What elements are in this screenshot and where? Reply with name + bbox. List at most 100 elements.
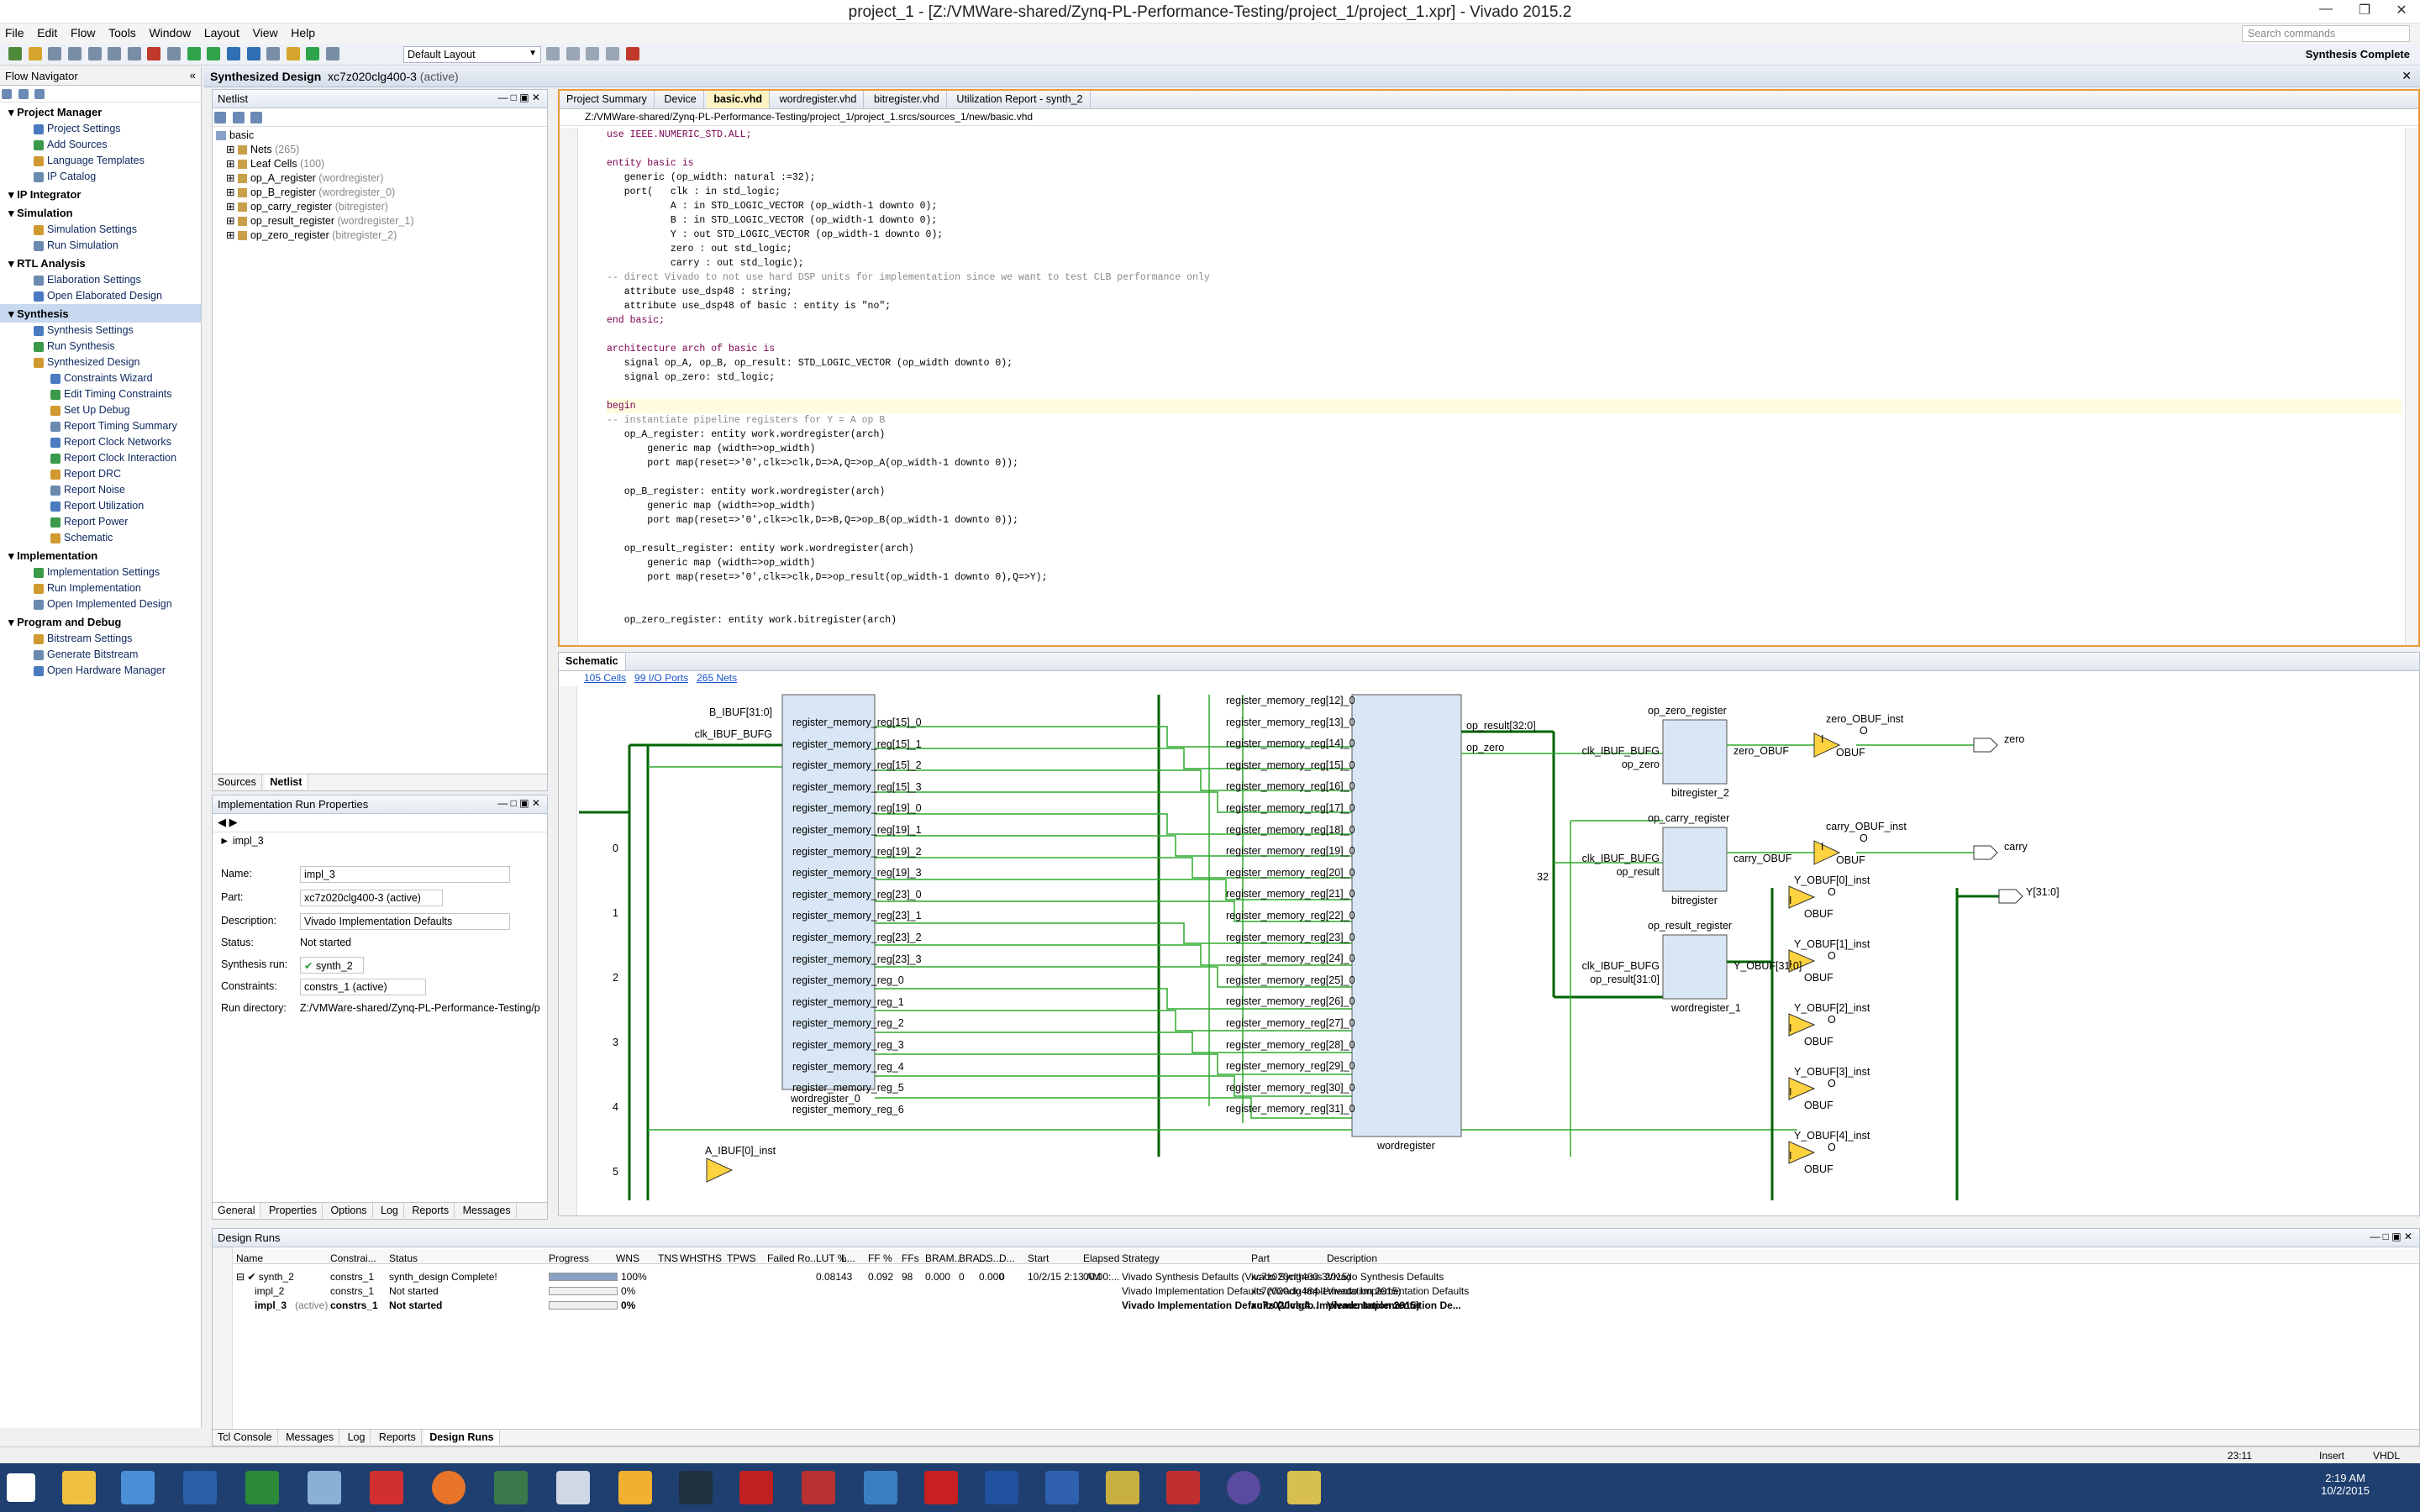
tab-wordregister-vhd[interactable]: wordregister.vhd — [773, 91, 865, 108]
timing-icon[interactable] — [286, 47, 300, 60]
acrobat-icon[interactable] — [739, 1471, 773, 1504]
tab-messages[interactable]: Messages — [458, 1203, 517, 1218]
minimize-button[interactable]: — — [2319, 2, 2333, 16]
menu-layout[interactable]: Layout — [203, 26, 239, 39]
netlist-flatten-icon[interactable] — [250, 112, 263, 123]
file-explorer-icon[interactable] — [62, 1471, 96, 1504]
runs-col-d-header[interactable]: D... — [999, 1252, 1015, 1264]
program-icon[interactable] — [226, 47, 240, 60]
nav-item-report-noise[interactable]: Report Noise — [0, 482, 201, 498]
runs-col-whs-header[interactable]: WHS — [680, 1252, 703, 1264]
nav-item-generate-bitstream[interactable]: Generate Bitstream — [0, 647, 201, 663]
nav-item-report-power[interactable]: Report Power — [0, 514, 201, 530]
nav-section-project-manager[interactable]: ▾ Project Manager — [8, 106, 103, 118]
close-button[interactable]: ✕ — [2396, 3, 2407, 18]
code-area[interactable]: 4use IEEE.NUMERIC_STD.ALL;56entity basic… — [607, 128, 2402, 628]
nav-item-open-hardware-manager[interactable]: Open Hardware Manager — [0, 663, 201, 679]
collapse-all-icon[interactable] — [34, 89, 45, 99]
nav-section-implementation[interactable]: ▾ Implementation — [8, 549, 98, 562]
firefox-icon[interactable] — [432, 1471, 466, 1504]
run-icon[interactable] — [187, 47, 201, 60]
tool-d-icon[interactable] — [605, 47, 619, 60]
runs-col-bram-header[interactable]: BRAM... — [925, 1252, 963, 1264]
nav-item-set-up-debug[interactable]: Set Up Debug — [0, 402, 201, 418]
tab-reports[interactable]: Reports — [407, 1203, 455, 1218]
copy-icon[interactable] — [108, 47, 122, 60]
runs-col-ff-header[interactable]: FF % — [868, 1252, 892, 1264]
nav-item-open-implemented-design[interactable]: Open Implemented Design — [0, 596, 201, 612]
nav-item-report-utilization[interactable]: Report Utilization — [0, 498, 201, 514]
netlist-root[interactable]: basic — [216, 129, 544, 143]
expand-icon[interactable]: ⊞ — [226, 229, 238, 241]
tab-log[interactable]: Log — [376, 1203, 404, 1218]
tab-tcl-console[interactable]: Tcl Console — [213, 1430, 278, 1445]
runs-col-name-header[interactable]: Name — [236, 1252, 264, 1264]
powershell-icon[interactable] — [183, 1471, 217, 1504]
runs-col-tns-header[interactable]: TNS — [658, 1252, 678, 1264]
expand-icon[interactable]: ⊞ — [226, 172, 238, 184]
tab-netlist[interactable]: Netlist — [265, 774, 308, 790]
nav-item-run-implementation[interactable]: Run Implementation — [0, 580, 201, 596]
runs-col-progress-header[interactable]: Progress — [549, 1252, 590, 1264]
menu-tools[interactable]: Tools — [108, 26, 136, 39]
nav-item-edit-timing-constraints[interactable]: Edit Timing Constraints — [0, 386, 201, 402]
menu-file[interactable]: File — [5, 26, 24, 39]
expand-icon[interactable]: ⊞ — [226, 215, 238, 227]
menu-help[interactable]: Help — [291, 26, 316, 39]
nav-item-report-clock-networks[interactable]: Report Clock Networks — [0, 434, 201, 450]
runs-col-l-header[interactable]: L... — [841, 1252, 855, 1264]
undo-icon[interactable] — [67, 47, 82, 60]
help-icon[interactable] — [625, 47, 639, 60]
nav-section-rtl-analysis[interactable]: ▾ RTL Analysis — [8, 257, 86, 270]
menu-flow[interactable]: Flow — [70, 26, 96, 39]
runs-col-tpws-header[interactable]: TPWS — [727, 1252, 756, 1264]
tab-device[interactable]: Device — [657, 91, 704, 108]
terminal-icon[interactable] — [679, 1471, 713, 1504]
expand-all-icon[interactable] — [18, 89, 29, 99]
app-green-icon[interactable] — [494, 1471, 528, 1504]
expand-icon[interactable]: ⊞ — [226, 144, 238, 155]
expand-icon[interactable]: ⊞ — [226, 201, 238, 213]
excel-icon[interactable] — [245, 1471, 279, 1504]
menu-view[interactable]: View — [252, 26, 278, 39]
nav-section-simulation[interactable]: ▾ Simulation — [8, 207, 73, 219]
delete-icon[interactable] — [147, 47, 161, 60]
panel-window-controls[interactable]: — □ ▣ ✕ — [497, 797, 540, 809]
redo-icon[interactable] — [87, 47, 102, 60]
cells-link[interactable]: 105 Cells — [584, 672, 627, 684]
layout-select[interactable]: Default Layout▼ — [403, 46, 541, 63]
save-icon[interactable] — [48, 47, 62, 60]
runs-cell-name[interactable]: ⊟ ✔ synth_2 — [236, 1271, 294, 1283]
constraints-select[interactable]: constrs_1 (active) — [300, 979, 426, 995]
menu-window[interactable]: Window — [149, 26, 192, 39]
tab-project-summary[interactable]: Project Summary — [560, 91, 655, 108]
runs-col-constrai-header[interactable]: Constrai... — [330, 1252, 376, 1264]
nav-item-add-sources[interactable]: Add Sources — [0, 137, 201, 153]
netlist-row[interactable]: ⊞ Nets (265) — [216, 143, 544, 157]
menu-edit[interactable]: Edit — [37, 26, 58, 39]
runs-col-bra-header[interactable]: BRA... — [959, 1252, 988, 1264]
netlist-expand-icon[interactable] — [232, 112, 245, 123]
nav-item-run-simulation[interactable]: Run Simulation — [0, 238, 201, 254]
xilinx-icon[interactable] — [1166, 1471, 1200, 1504]
tab-design-runs[interactable]: Design Runs — [424, 1430, 500, 1445]
runs-cell-name[interactable]: impl_3 — [255, 1299, 287, 1311]
tab-options[interactable]: Options — [325, 1203, 373, 1218]
settings-icon[interactable] — [266, 47, 281, 60]
collapse-icon[interactable]: « — [189, 69, 196, 81]
step-icon[interactable] — [207, 47, 221, 60]
nav-item-ip-catalog[interactable]: IP Catalog — [0, 169, 201, 185]
netlist-row[interactable]: ⊞ op_carry_register (bitregister) — [216, 200, 544, 214]
tab-utilization-report[interactable]: Utilization Report - synth_2 — [950, 91, 1091, 108]
cut-icon[interactable] — [167, 47, 181, 60]
nav-item-synthesized-design[interactable]: Synthesized Design — [0, 354, 201, 370]
synthesis-run-field[interactable]: ✔ synth_2 — [300, 957, 364, 974]
nav-item-elaboration-settings[interactable]: Elaboration Settings — [0, 272, 201, 288]
nav-item-report-clock-interaction[interactable]: Report Clock Interaction — [0, 450, 201, 466]
nav-item-synthesis-settings[interactable]: Synthesis Settings — [0, 323, 201, 339]
tab-properties[interactable]: Properties — [264, 1203, 323, 1218]
panel-window-controls[interactable]: — □ ▣ ✕ — [497, 92, 540, 103]
runs-col-description-header[interactable]: Description — [1327, 1252, 1378, 1264]
tool-b-icon[interactable] — [566, 47, 580, 60]
nav-item-implementation-settings[interactable]: Implementation Settings — [0, 564, 201, 580]
